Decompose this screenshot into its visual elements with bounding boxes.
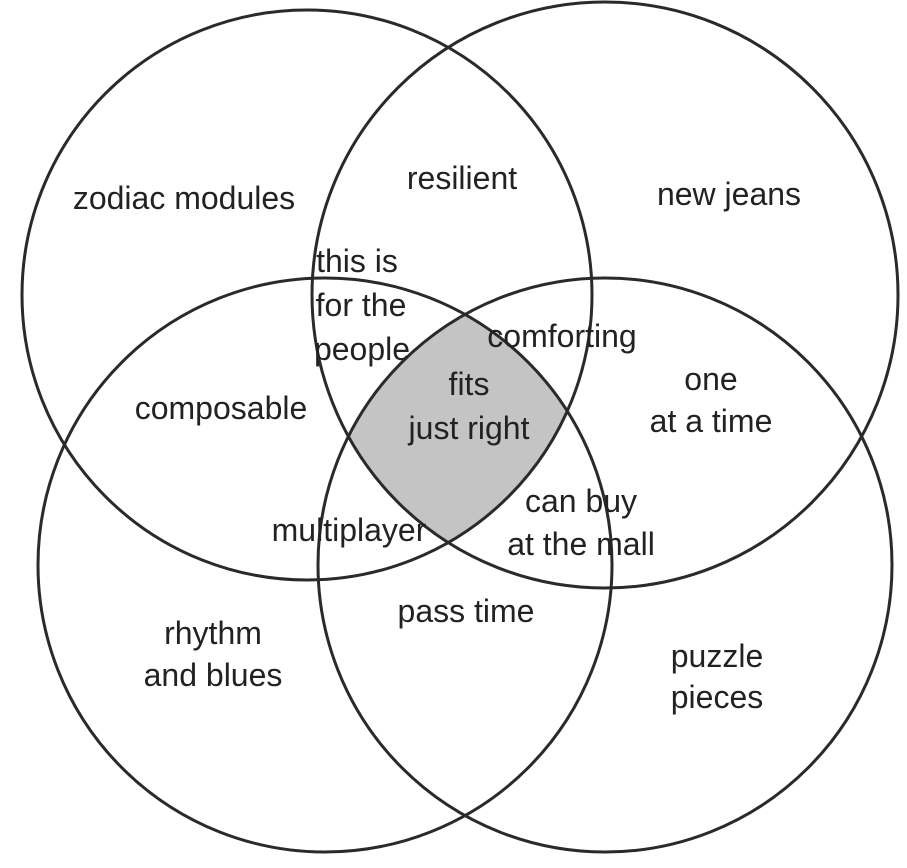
label-zodiac-modules: zodiac modules (73, 180, 295, 216)
label-fits: fits (449, 366, 490, 402)
label-resilient: resilient (407, 160, 517, 196)
label-for-the: for the (316, 287, 407, 323)
label-at-the-mall: at the mall (507, 526, 655, 562)
label-multiplayer: multiplayer (272, 512, 427, 548)
label-and-blues: and blues (144, 657, 283, 693)
label-rhythm: rhythm (164, 615, 262, 651)
label-at-a-time: at a time (650, 403, 773, 439)
circle-bottom-left (36, 276, 614, 854)
label-people: people (314, 331, 410, 367)
circle-top-left (20, 8, 594, 582)
circle-bottom-right (316, 276, 894, 854)
label-pieces: pieces (671, 679, 764, 715)
label-new-jeans: new jeans (657, 176, 801, 212)
label-pass-time: pass time (398, 593, 535, 629)
label-this-is: this is (316, 243, 398, 279)
label-can-buy: can buy (525, 483, 637, 519)
label-puzzle: puzzle (671, 638, 764, 674)
circle-top-right (310, 0, 900, 590)
label-comforting: comforting (487, 318, 636, 354)
label-just-right: just right (408, 410, 530, 446)
label-one: one (684, 361, 737, 397)
label-composable: composable (135, 390, 308, 426)
